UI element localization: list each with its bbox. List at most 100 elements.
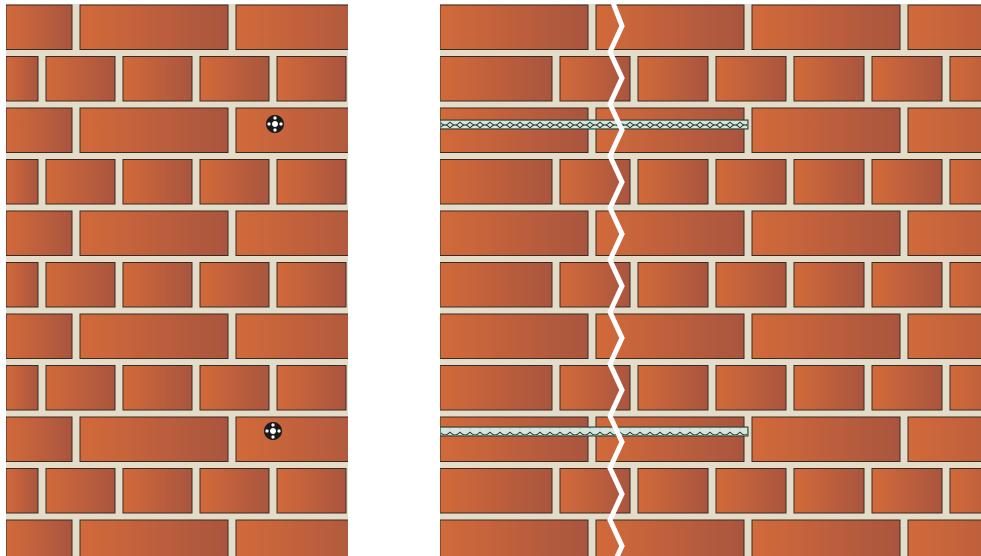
brick [716, 469, 786, 514]
brick [6, 520, 72, 556]
brick [236, 211, 384, 256]
brick [236, 314, 384, 359]
brick [200, 57, 269, 102]
brick [716, 366, 786, 411]
brick [794, 469, 864, 514]
brick [6, 211, 72, 256]
brick [80, 520, 228, 556]
brick [6, 108, 72, 153]
brick [638, 160, 708, 205]
brick [794, 160, 864, 205]
brick [6, 160, 38, 205]
brick [46, 469, 115, 514]
brick [908, 520, 981, 556]
brick [46, 366, 115, 411]
brick [236, 520, 384, 556]
brick [638, 57, 708, 102]
brick [440, 211, 588, 256]
brick [950, 263, 981, 308]
brick [236, 417, 384, 462]
brick [6, 417, 72, 462]
brick [440, 160, 552, 205]
brick [46, 57, 115, 102]
brick [123, 57, 192, 102]
brick [80, 5, 228, 50]
brick [440, 57, 552, 102]
brick [716, 160, 786, 205]
brick [908, 108, 981, 153]
brick [794, 263, 864, 308]
brick [123, 263, 192, 308]
left-brick-wall [6, 4, 384, 556]
brick [872, 469, 942, 514]
brick [950, 57, 981, 102]
brick [200, 469, 269, 514]
brick [277, 366, 346, 411]
brick [46, 160, 115, 205]
brick [752, 417, 900, 462]
brick [872, 57, 942, 102]
brick [638, 366, 708, 411]
brick [80, 314, 228, 359]
brick [872, 160, 942, 205]
brick [908, 5, 981, 50]
brick [236, 5, 384, 50]
brick [794, 57, 864, 102]
brick [752, 5, 900, 50]
brick [638, 469, 708, 514]
brick [752, 314, 900, 359]
brick [752, 211, 900, 256]
brick [200, 160, 269, 205]
brick [236, 108, 384, 153]
brick [440, 520, 588, 556]
brick [752, 520, 900, 556]
brick [6, 469, 38, 514]
brick [440, 263, 552, 308]
brick [6, 314, 72, 359]
right-brick-wall [440, 0, 981, 556]
brick [950, 366, 981, 411]
brick [6, 366, 38, 411]
brick [440, 5, 588, 50]
brick [80, 417, 228, 462]
brick [908, 314, 981, 359]
brick [277, 469, 346, 514]
brick [277, 263, 346, 308]
brick [716, 57, 786, 102]
brick [440, 314, 588, 359]
fixing-point-icon [264, 422, 282, 440]
brick [872, 366, 942, 411]
brick [123, 469, 192, 514]
brick [440, 469, 552, 514]
brick [638, 263, 708, 308]
helical-bar [440, 427, 748, 436]
brick [200, 366, 269, 411]
brick [716, 263, 786, 308]
brick [277, 57, 346, 102]
brick [123, 366, 192, 411]
fixing-point-icon [266, 115, 284, 133]
brick [46, 263, 115, 308]
brick [6, 263, 38, 308]
brick [950, 160, 981, 205]
brick [123, 160, 192, 205]
helical-bar [440, 120, 748, 129]
brick [596, 108, 744, 153]
brick [950, 469, 981, 514]
brick [596, 211, 744, 256]
brick [872, 263, 942, 308]
brick [752, 108, 900, 153]
brick [440, 417, 588, 462]
brick [6, 5, 72, 50]
brick [80, 211, 228, 256]
brick [277, 160, 346, 205]
brick [794, 366, 864, 411]
brick [200, 263, 269, 308]
brick [6, 57, 38, 102]
brick [908, 417, 981, 462]
brick [908, 211, 981, 256]
brick [440, 108, 588, 153]
brick [80, 108, 228, 153]
